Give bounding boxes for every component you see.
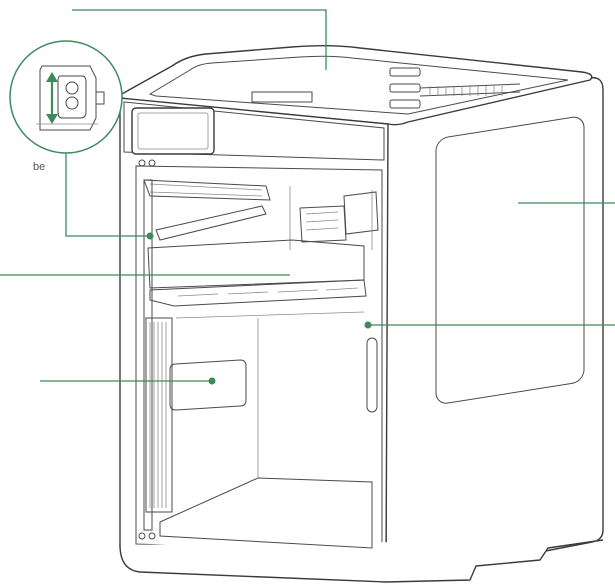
filament-box	[169, 359, 247, 411]
callouts	[0, 9, 615, 385]
front-top-panel	[123, 101, 385, 161]
left-inner-panel	[145, 317, 173, 513]
touch-screen-inner	[137, 112, 209, 150]
gantry-left	[143, 179, 271, 201]
build-plate	[147, 239, 365, 289]
callout-dot-filament	[208, 377, 216, 385]
callout-dot-inset	[146, 232, 154, 240]
base-edge	[119, 539, 604, 583]
inset-circle	[9, 40, 123, 154]
leader-inset	[65, 150, 150, 237]
printer-body	[119, 45, 604, 583]
callout-dot-rail	[364, 321, 372, 329]
bed-rail	[149, 279, 367, 307]
gantry-crossbar	[155, 205, 267, 241]
leader-top-opening	[72, 9, 327, 70]
top-opening	[148, 55, 569, 115]
touch-screen	[131, 107, 215, 155]
toolhead	[299, 205, 347, 243]
right-side-panel	[385, 77, 604, 567]
side-window	[435, 116, 585, 404]
left-column	[143, 179, 153, 531]
rear-components	[251, 67, 521, 109]
inset-detail	[9, 40, 123, 154]
inset-label: be	[33, 161, 45, 173]
chamber-floor	[159, 477, 373, 549]
door-handle[interactable]	[366, 337, 378, 413]
interior	[138, 159, 379, 549]
